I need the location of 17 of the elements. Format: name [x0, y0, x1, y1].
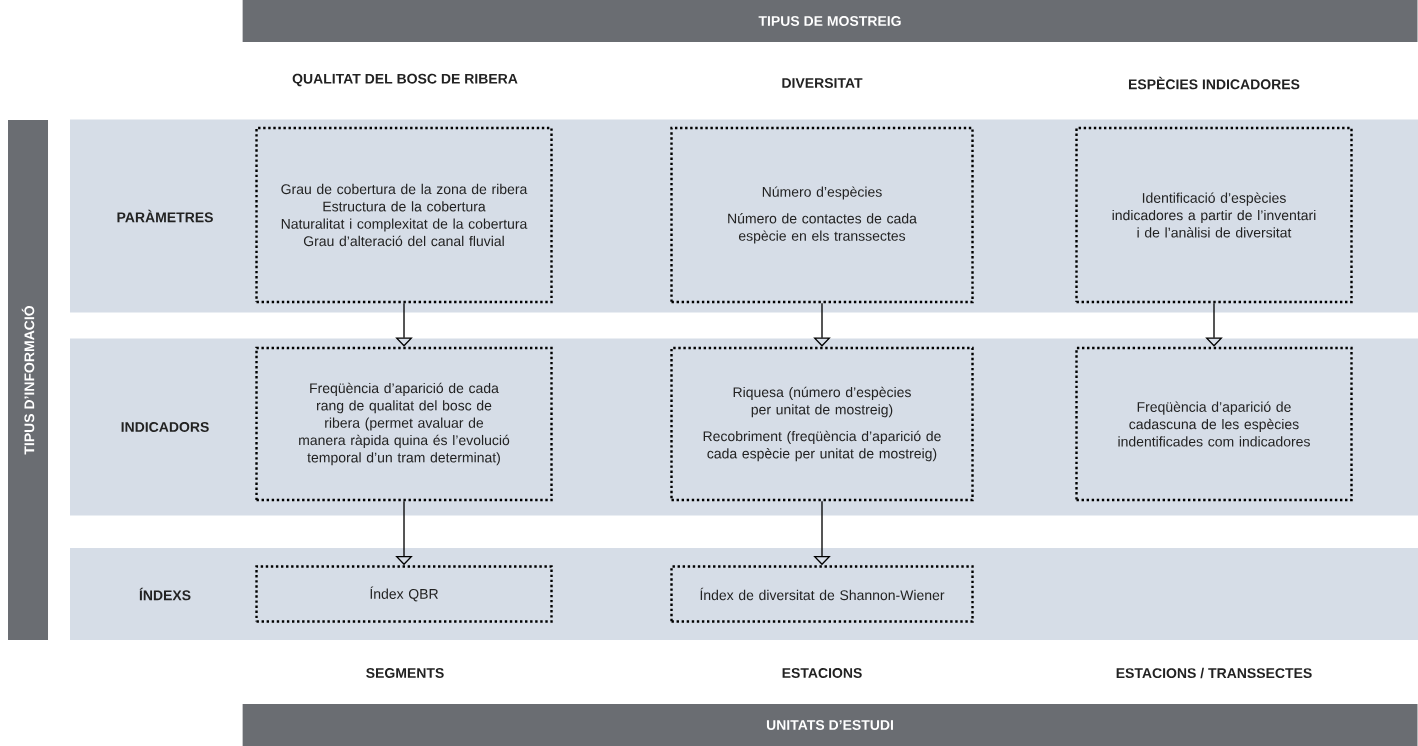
side-bar: TIPUS D’INFORMACIÓ	[8, 120, 48, 640]
dotted-box: Freqüència d’aparició de cada rang de qualitat del bosc de ribera (permet avaluar de manera ràpida quina és l’evolució temporal d’un tram determinat)	[255, 346, 553, 502]
column-heading: QUALITAT DEL BOSC DE RIBERA	[292, 73, 518, 87]
dotted-box: Número d’espècies Número de contactes de cada espècie en els transsectes	[670, 126, 974, 304]
header-bar: UNITATS D’ESTUDI	[242, 704, 1418, 746]
dotted-box: Índex QBR	[255, 565, 553, 623]
column-heading: DIVERSITAT	[782, 78, 863, 88]
column-heading: SEGMENTS	[366, 668, 444, 678]
dotted-box: Freqüència d’aparició de cadascuna de les espècies indentificades com indicadores	[1075, 346, 1353, 502]
dotted-box: Riquesa (número d’espècies per unitat de mostreig) Recobriment (freqüència d’aparició de cada espècie per unitat de mostreig)	[670, 346, 974, 502]
column-heading: ESTACIONS	[782, 668, 862, 678]
column-heading: ESPÈCIES INDICADORES	[1129, 76, 1300, 90]
dotted-box: Índex de diversitat de Shannon-Wiener	[670, 565, 974, 623]
column-heading: ESTACIONS / TRANSSECTES	[1116, 667, 1312, 679]
dotted-box: Identificació d’espècies indicadores a partir de l’inventari i de l’anàlisi de diversitat	[1075, 126, 1353, 304]
header-bar: TIPUS DE MOSTREIG	[242, 0, 1418, 42]
dotted-box: Grau de cobertura de la zona de ribera Estructura de la cobertura Naturalitat i complexitat de la cobertura Grau d’alteració del canal fluvial	[255, 126, 553, 304]
